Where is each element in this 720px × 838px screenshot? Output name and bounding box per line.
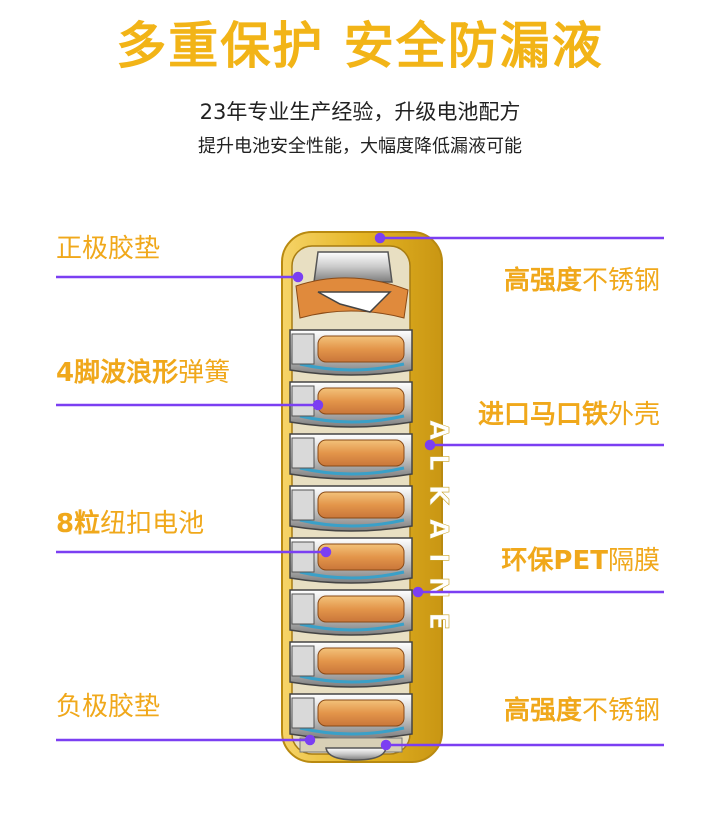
label-stainless-steel-top: 高强度不锈钢: [503, 266, 660, 296]
positive-plate: [317, 291, 392, 313]
positive-cap: [313, 251, 393, 283]
label-tinplate-shell: 进口马口铁外壳: [477, 400, 660, 430]
button-cell: [289, 381, 413, 428]
button-cell: [289, 537, 413, 584]
label-stainless-steel-bottom: 高强度不锈钢: [503, 696, 660, 726]
page-title: 多重保护 安全防漏液: [116, 17, 604, 75]
subtitle-safety: 提升电池安全性能，大幅度降低漏液可能: [198, 136, 522, 157]
button-cell: [289, 693, 413, 740]
button-cell: [289, 433, 413, 480]
label-positive-gasket: 正极胶垫: [56, 234, 161, 264]
label-negative-gasket: 负极胶垫: [56, 692, 161, 722]
button-cell: [289, 641, 413, 688]
label-button-cells: 8粒纽扣电池: [56, 509, 205, 539]
label-wave-spring: 4脚波浪形弹簧: [56, 358, 231, 388]
negative-cap: [325, 747, 387, 761]
button-cell: [289, 589, 413, 636]
button-cell: [289, 329, 413, 376]
label-pet-film: 环保PET隔膜: [501, 546, 660, 576]
button-cell: [289, 485, 413, 532]
shell-brand-text: ALKAINE: [423, 420, 453, 644]
subtitle-experience: 23年专业生产经验，升级电池配方: [199, 100, 521, 124]
